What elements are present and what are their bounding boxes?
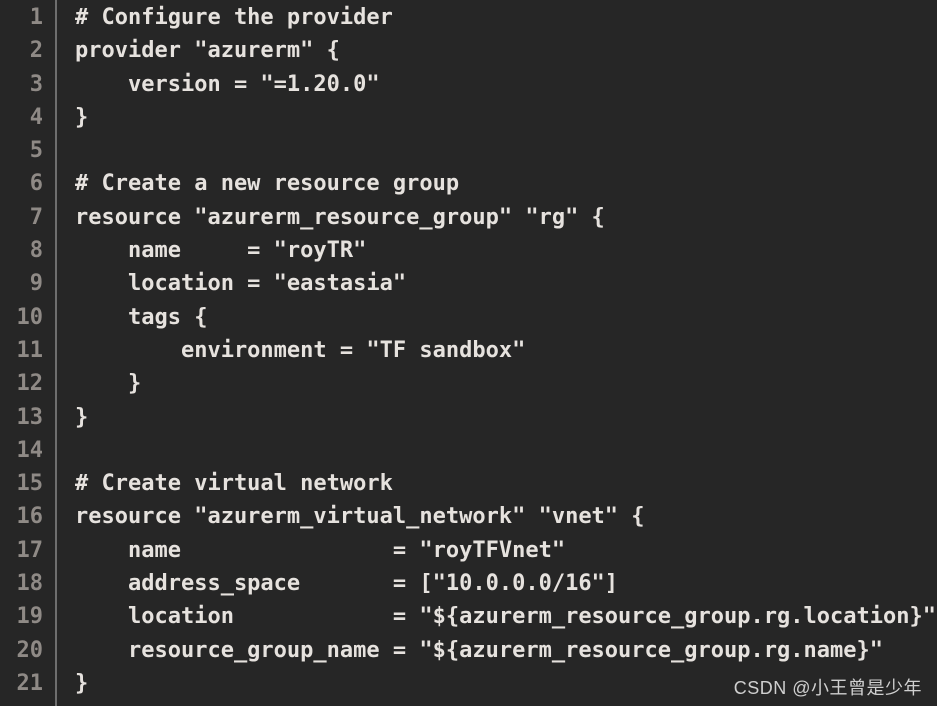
line-number: 17 — [16, 537, 44, 563]
line-number: 6 — [29, 171, 43, 197]
line-number: 11 — [16, 337, 44, 363]
code-line[interactable]: tags { — [75, 304, 208, 330]
line-number: 3 — [29, 71, 43, 97]
line-number: 7 — [29, 204, 43, 230]
code-line[interactable]: resource "azurerm_resource_group" "rg" { — [75, 204, 605, 230]
code-line[interactable]: } — [75, 670, 89, 696]
line-number: 16 — [16, 504, 44, 530]
line-number: 8 — [29, 238, 43, 264]
line-number: 4 — [29, 104, 43, 130]
line-number: 13 — [16, 404, 44, 430]
line-number: 20 — [16, 637, 44, 663]
code-line[interactable] — [75, 434, 937, 467]
code-line[interactable]: provider "azurerm" { — [75, 38, 340, 64]
code-area[interactable]: # Configure the provider provider "azurer… — [57, 0, 937, 706]
csdn-watermark: CSDN @小王曾是少年 — [733, 678, 922, 698]
line-number: 5 — [29, 138, 43, 164]
code-line[interactable]: name = "royTFVnet" — [75, 537, 566, 563]
line-number: 1 — [29, 5, 43, 30]
line-number: 10 — [16, 304, 44, 330]
code-line[interactable]: # Create a new resource group — [75, 171, 460, 197]
code-line[interactable]: resource_group_name = "${azurerm_resourc… — [75, 637, 883, 663]
code-line[interactable]: address_space = ["10.0.0.0/16"] — [75, 571, 619, 597]
line-number: 21 — [16, 670, 44, 696]
line-number: 14 — [16, 437, 44, 463]
line-number: 2 — [29, 38, 43, 64]
code-line[interactable] — [75, 134, 937, 167]
code-line[interactable]: resource "azurerm_virtual_network" "vnet… — [75, 504, 645, 530]
code-line[interactable]: # Create virtual network — [75, 471, 393, 497]
code-line[interactable]: # Configure the provider — [75, 5, 393, 30]
line-number: 15 — [16, 471, 44, 497]
code-line[interactable]: } — [75, 371, 142, 397]
code-line[interactable]: } — [75, 104, 89, 130]
code-line[interactable]: version = "=1.20.0" — [75, 71, 380, 97]
line-number: 12 — [16, 371, 44, 397]
code-line[interactable]: location = "eastasia" — [75, 271, 407, 297]
line-number: 9 — [29, 271, 43, 297]
line-number: 18 — [16, 571, 44, 597]
code-line[interactable]: environment = "TF sandbox" — [75, 337, 526, 363]
code-line[interactable]: } — [75, 404, 89, 430]
code-line[interactable]: name = "royTR" — [75, 238, 367, 264]
line-number: 19 — [16, 604, 44, 630]
code-line[interactable]: location = "${azurerm_resource_group.rg.… — [75, 604, 936, 630]
